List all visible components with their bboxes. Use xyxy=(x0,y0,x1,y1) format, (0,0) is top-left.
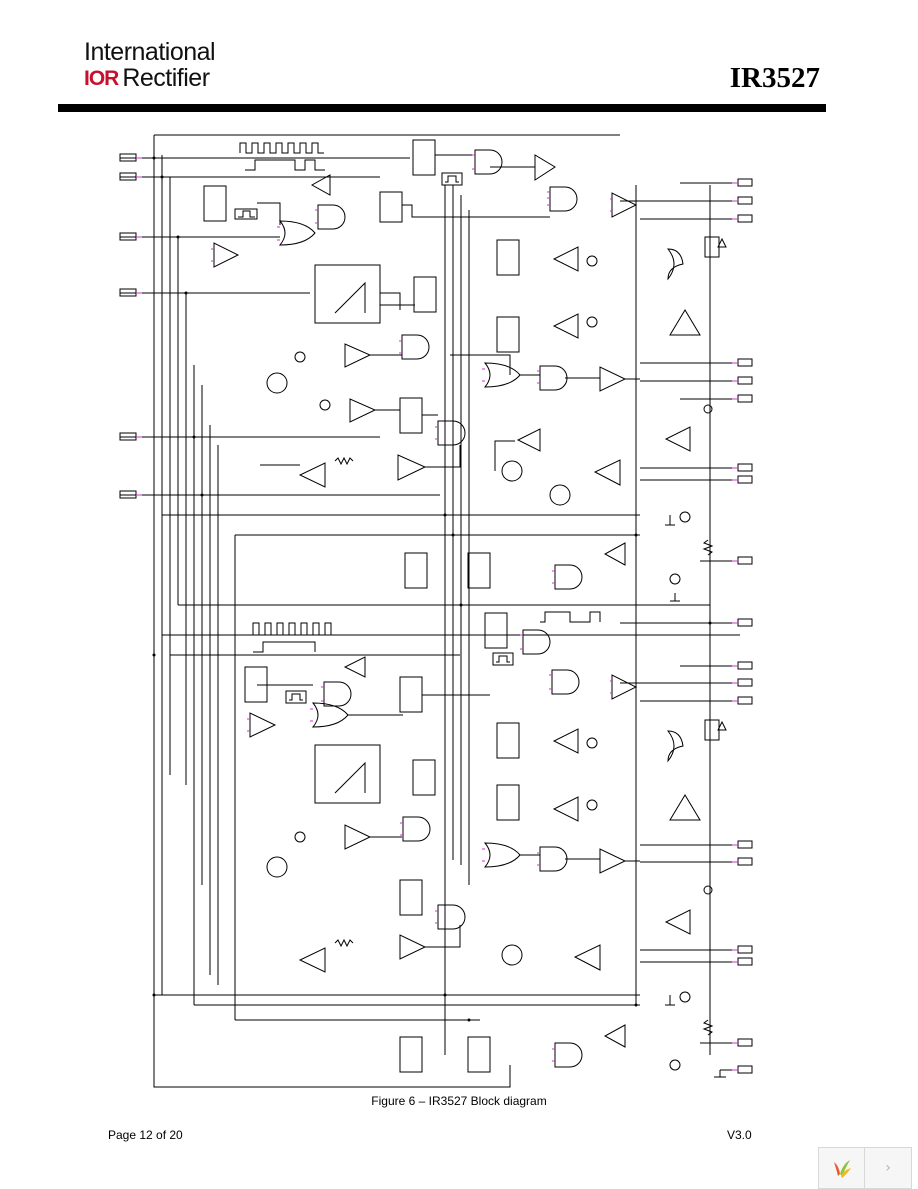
logo-icon xyxy=(834,1160,851,1178)
figure-caption: Figure 6 – IR3527 Block diagram xyxy=(371,1094,547,1108)
part-number: IR3527 xyxy=(729,62,820,94)
block-diagram xyxy=(80,125,840,1095)
page-number: Page 12 of 20 xyxy=(108,1128,183,1142)
prev-page-button[interactable] xyxy=(818,1147,865,1189)
ior-logo-mark: IOR xyxy=(84,66,119,90)
company-name-line2: Rectifier xyxy=(122,64,210,92)
header-rule xyxy=(58,104,826,112)
version-label: V3.0 xyxy=(727,1128,752,1142)
company-name-line1: International xyxy=(84,38,216,66)
chevron-right-icon: › xyxy=(885,1160,891,1176)
next-page-button[interactable]: › xyxy=(864,1147,912,1189)
block-diagram-svg xyxy=(119,134,753,1088)
company-logo: IOR Rectifier xyxy=(84,64,210,93)
